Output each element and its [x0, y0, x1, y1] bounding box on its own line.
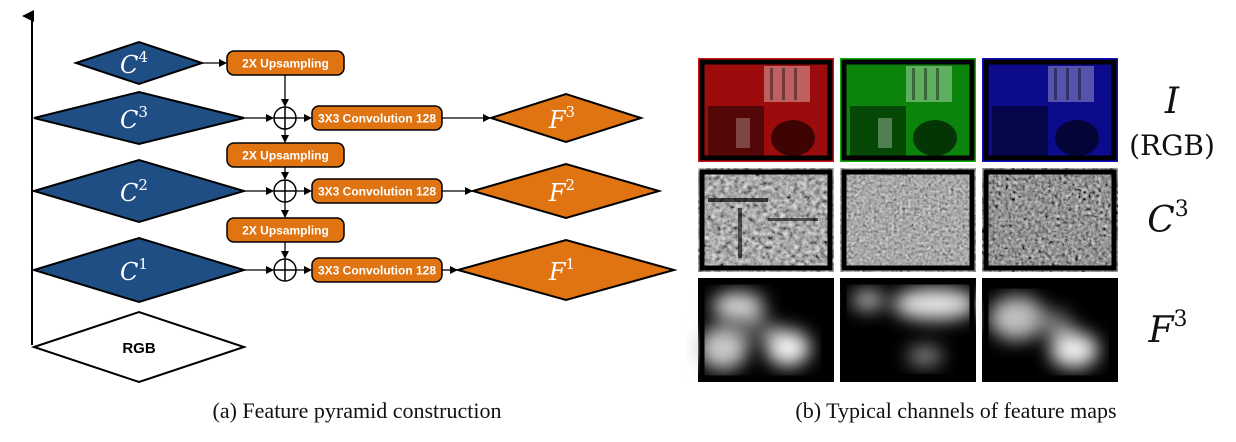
- thumb-rgb-red: [698, 58, 834, 162]
- upsampling-box-1: 2X Upsampling: [226, 50, 345, 76]
- sum-node-2: [273, 179, 297, 203]
- f2-sup: 2: [566, 176, 576, 194]
- sum-node-1: [273, 106, 297, 130]
- svg-text:3X3 Convolution 128: 3X3 Convolution 128: [318, 112, 436, 126]
- thumb-f3-2: [840, 278, 977, 382]
- c1-sup: 1: [138, 255, 148, 273]
- c2-sup: 2: [138, 176, 148, 194]
- upsampling-box-2: 2X Upsampling: [226, 142, 345, 168]
- svg-text:3X3 Convolution 128: 3X3 Convolution 128: [318, 185, 436, 199]
- f3-sup: 3: [566, 103, 576, 121]
- f1-node: F1: [454, 238, 678, 302]
- connector-arrows: [202, 59, 491, 274]
- svg-text:I: I: [1164, 81, 1180, 122]
- row-label-i: I (RGB): [1129, 81, 1215, 162]
- row-label-c3-base: C: [1147, 200, 1175, 241]
- panel-a-feature-pyramid: RGB C4 C3 C2 C1: [22, 10, 678, 423]
- svg-text:C1: C1: [120, 255, 148, 286]
- svg-text:3X3 Convolution 128: 3X3 Convolution 128: [318, 264, 436, 278]
- c1-node: C1: [30, 236, 248, 304]
- f3-base: F: [548, 106, 567, 134]
- rgb-input-node: RGB: [30, 310, 248, 384]
- thumb-row-rgb: [698, 58, 1118, 162]
- svg-text:F2: F2: [548, 176, 575, 207]
- c4-base: C: [120, 51, 138, 79]
- f2-base: F: [548, 179, 567, 207]
- thumb-row-c3: [698, 168, 1118, 272]
- thumb-c3-1: [698, 168, 834, 272]
- thumb-rgb-green: [840, 58, 976, 162]
- f1-sup: 1: [566, 255, 576, 273]
- c3-sup: 3: [138, 103, 148, 121]
- f1-base: F: [548, 258, 567, 286]
- svg-text:F3: F3: [548, 103, 575, 134]
- convolution-box-3: 3X3 Convolution 128: [311, 257, 443, 283]
- convolution-box-1: 3X3 Convolution 128: [311, 105, 443, 131]
- svg-text:C3: C3: [1147, 197, 1189, 241]
- caption-a: (a) Feature pyramid construction: [213, 398, 502, 423]
- c1-base: C: [120, 258, 138, 286]
- convolution-box-2: 3X3 Convolution 128: [311, 178, 443, 204]
- c2-node: C2: [30, 158, 248, 224]
- upsampling-box-3: 2X Upsampling: [226, 217, 345, 243]
- thumb-f3-3: [982, 278, 1118, 382]
- f3-node: F3: [487, 92, 645, 144]
- sum-node-3: [273, 258, 297, 282]
- svg-text:F1: F1: [548, 255, 575, 286]
- svg-text:C3: C3: [120, 103, 148, 134]
- thumb-c3-2: [840, 168, 976, 272]
- thumb-rgb-blue: [982, 58, 1118, 162]
- row-label-c3-sup: 3: [1175, 197, 1189, 222]
- svg-text:2X Upsampling: 2X Upsampling: [242, 57, 329, 71]
- row-label-i-base: I: [1164, 81, 1180, 122]
- c2-base: C: [120, 179, 138, 207]
- row-label-f3: F3: [1148, 307, 1188, 351]
- svg-text:2X Upsampling: 2X Upsampling: [242, 149, 329, 163]
- thumb-row-f3: [698, 278, 1118, 382]
- svg-text:2X Upsampling: 2X Upsampling: [242, 224, 329, 238]
- caption-b: (b) Typical channels of feature maps: [795, 398, 1116, 423]
- thumb-f3-1: [698, 278, 834, 382]
- f2-node: F2: [469, 162, 663, 220]
- row-label-i-sub: (RGB): [1129, 129, 1215, 162]
- svg-text:F3: F3: [1148, 307, 1188, 351]
- c3-base: C: [120, 106, 138, 134]
- svg-text:C2: C2: [120, 176, 148, 207]
- c4-node: C4: [72, 40, 206, 86]
- row-label-f3-sup: 3: [1173, 307, 1187, 332]
- svg-text:C4: C4: [120, 48, 148, 79]
- rgb-label: RGB: [122, 340, 156, 357]
- c4-sup: 4: [138, 48, 148, 66]
- row-label-f3-base: F: [1148, 310, 1176, 351]
- c3-node: C3: [33, 90, 245, 146]
- thumb-c3-3: [982, 168, 1118, 272]
- row-label-c3: C3: [1147, 197, 1189, 241]
- panel-b-feature-maps: I (RGB) C3 F3 (b) Typical channels of fe…: [698, 58, 1215, 423]
